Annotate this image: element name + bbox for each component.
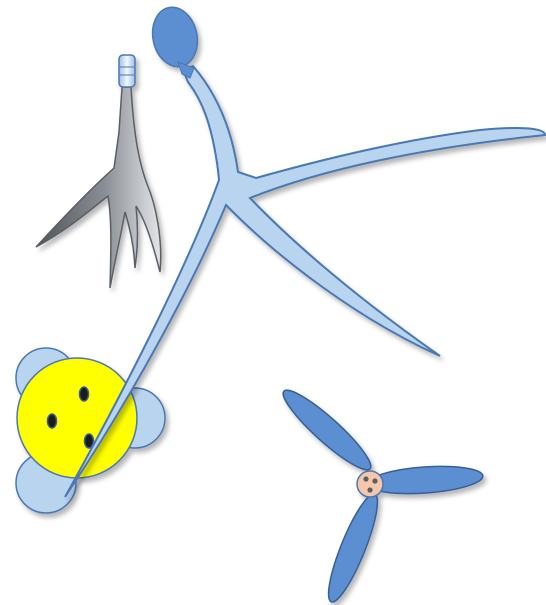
gray-cylinder-top (119, 55, 135, 87)
hub-hole (363, 476, 368, 481)
propeller-blade (276, 382, 378, 477)
gray-branching-structure (36, 55, 161, 288)
propeller-hub (357, 471, 383, 497)
propeller-blade (320, 490, 386, 605)
black-dot (48, 414, 57, 428)
gray-branch-body (36, 87, 161, 288)
hub-hole (372, 478, 377, 483)
propeller-blade (366, 463, 484, 497)
hub-hole (367, 487, 372, 492)
propeller (276, 382, 484, 605)
yellow-circle (17, 358, 137, 478)
blue-oval-tip (147, 3, 203, 71)
black-dot (80, 387, 89, 401)
